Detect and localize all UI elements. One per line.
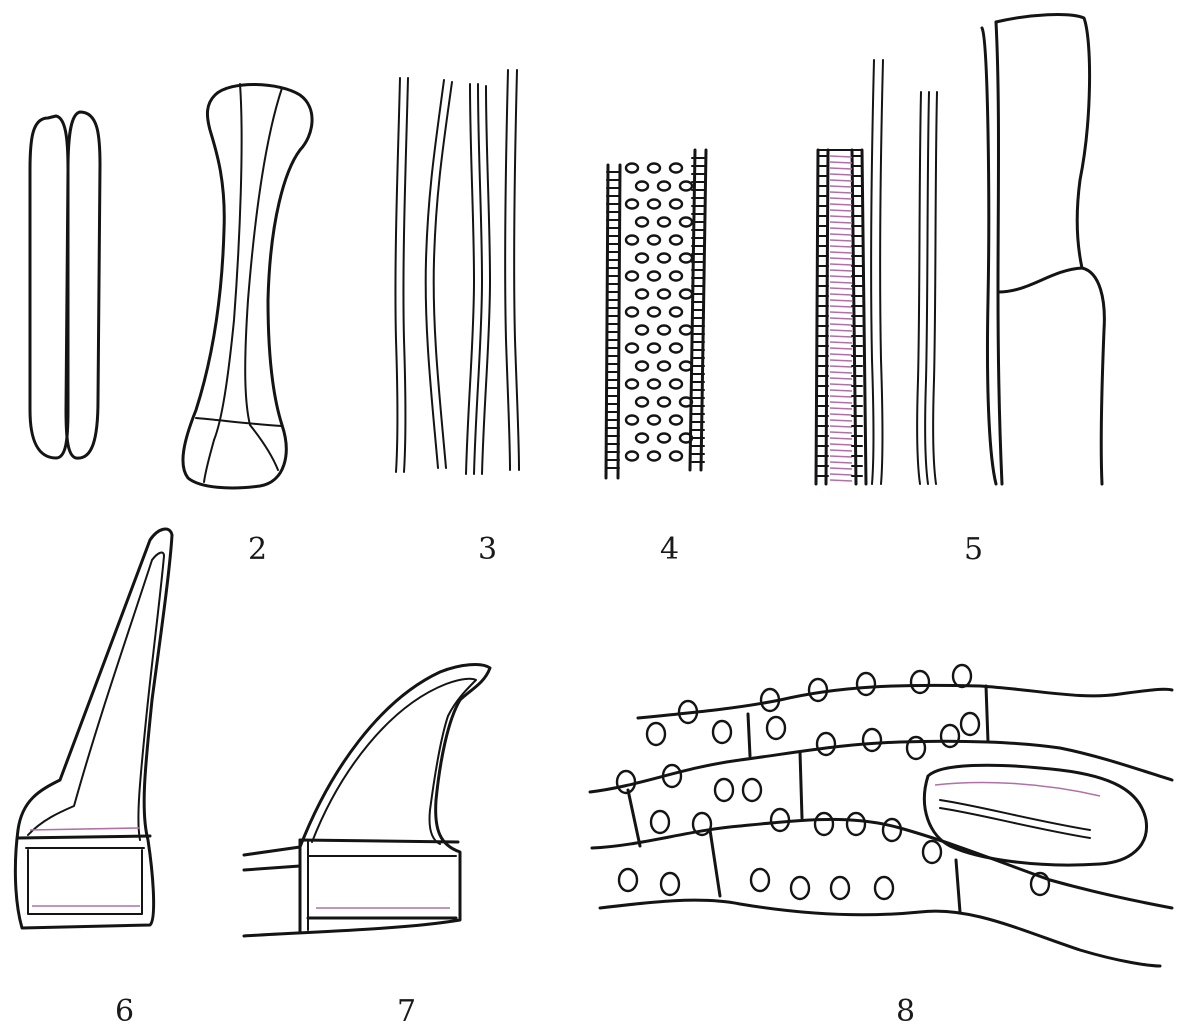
figure-label-4: 4 <box>660 535 679 565</box>
figure-2-bone-cell <box>183 84 312 488</box>
figure-6-pointed-cell <box>15 529 172 928</box>
figure-label-2: 2 <box>248 535 267 565</box>
figure-5-vessel-and-cells <box>816 15 1104 484</box>
figure-1-paired-cells <box>30 112 100 458</box>
figure-3-fibres <box>395 70 519 474</box>
figure-label-5: 5 <box>964 535 983 565</box>
figure-4-pitted-vessel <box>606 150 706 478</box>
figure-8-epidermis-with-stoma <box>590 665 1172 966</box>
figure-label-3: 3 <box>478 535 497 565</box>
figure-label-8: 8 <box>896 997 915 1027</box>
figure-label-7: 7 <box>397 997 416 1027</box>
figure-label-6: 6 <box>115 997 134 1027</box>
figure-7-hooked-cell <box>244 665 490 936</box>
